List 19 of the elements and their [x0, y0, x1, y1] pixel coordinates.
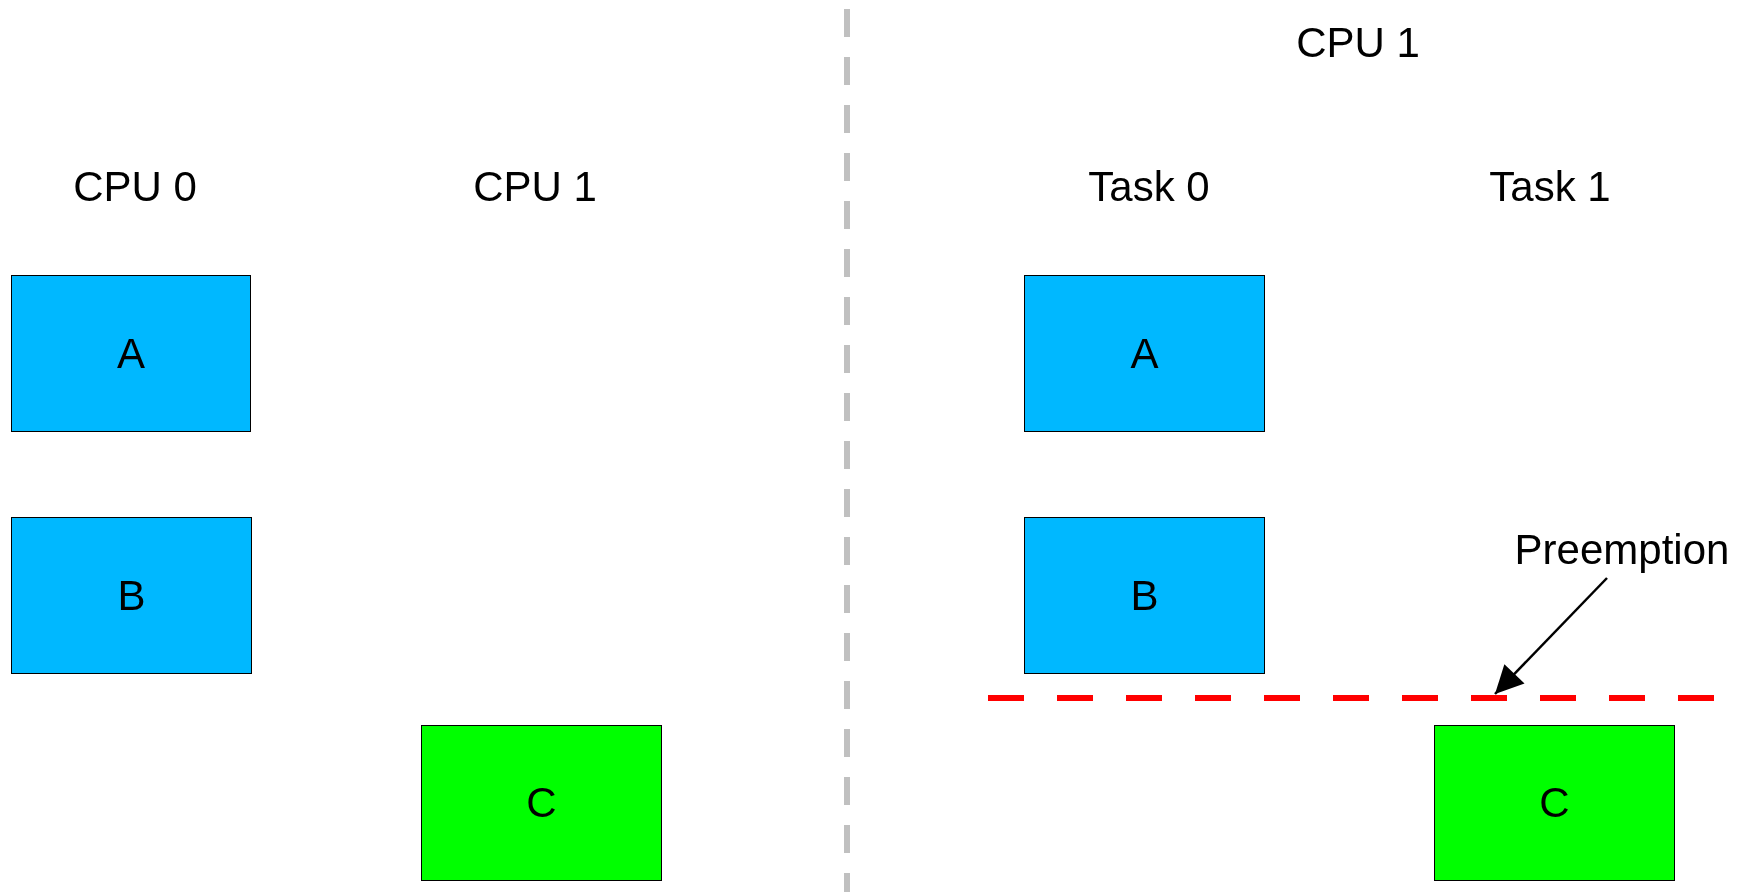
callout-text: Preemption	[1514, 526, 1730, 574]
column-heading: Task 0	[1088, 163, 1210, 211]
column-heading: Task 1	[1489, 163, 1611, 211]
task-box	[1434, 725, 1675, 881]
column-heading: CPU 0	[73, 163, 197, 211]
task-box	[1024, 517, 1265, 674]
task-label: A	[1130, 329, 1159, 378]
task-box	[421, 725, 662, 881]
task-label: C	[1539, 779, 1570, 827]
task-label: C	[526, 779, 557, 827]
column-heading: CPU 1	[473, 163, 597, 211]
task-label: A	[117, 329, 145, 378]
leader-arrow	[1494, 577, 1608, 695]
column-heading: CPU 1	[1296, 19, 1420, 67]
task-box	[11, 275, 251, 432]
task-box	[11, 517, 252, 674]
task-box	[1024, 275, 1265, 432]
task-label: B	[1130, 571, 1159, 620]
task-label: B	[117, 571, 146, 620]
